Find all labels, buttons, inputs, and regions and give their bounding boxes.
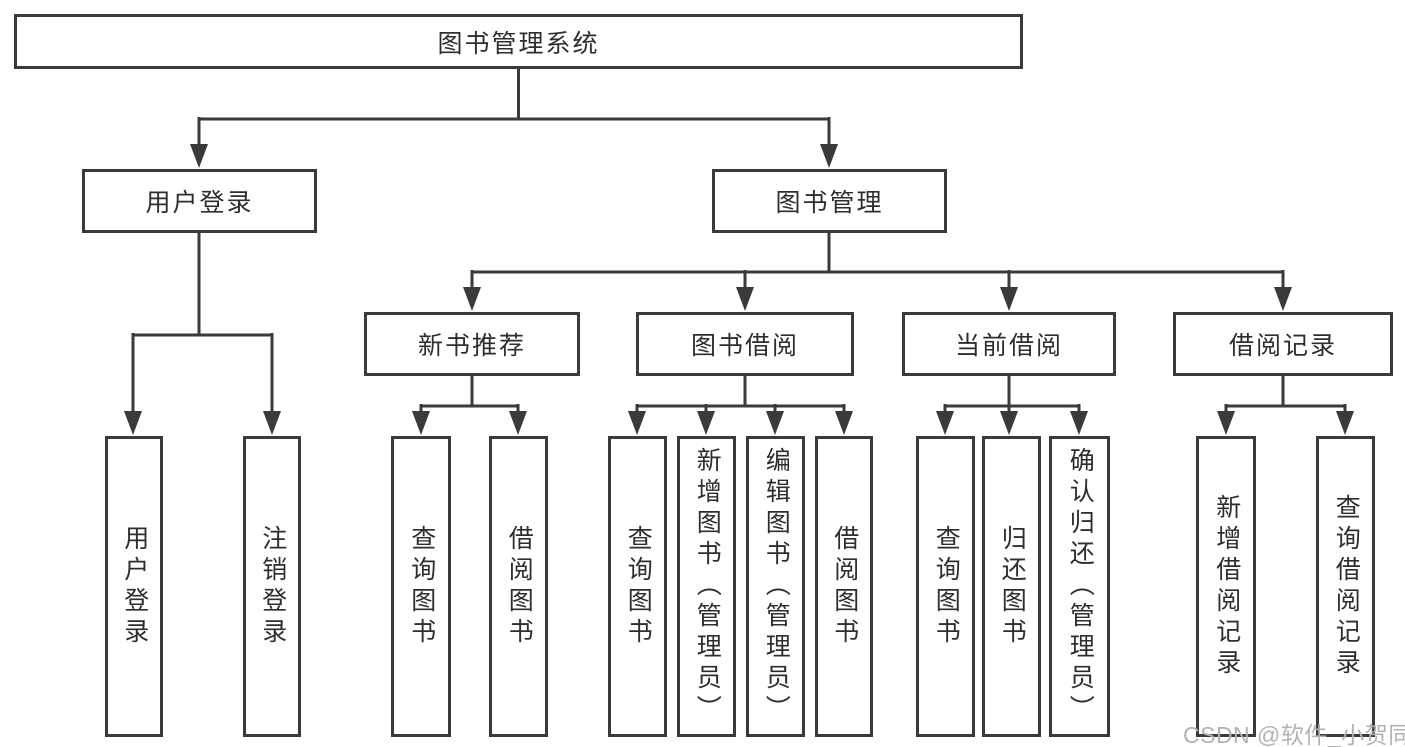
node-book-borrow: 图书借阅: [636, 312, 854, 376]
leaf-user-login: 用户登录: [105, 436, 163, 737]
node-borrow-records: 借阅记录: [1173, 312, 1393, 376]
node-label: 用户登录: [145, 189, 254, 217]
node-label: 图书借阅: [690, 332, 799, 360]
leaf-borrow-borrow-books: 借阅图书: [815, 436, 873, 737]
connector-bookborrow-to-leaves: [628, 376, 853, 435]
leaf-label: 确认归还（管理员）: [1066, 447, 1095, 726]
connector-newbooks-to-leaves: [412, 376, 527, 435]
node-new-book-recommend: 新书推荐: [364, 312, 580, 376]
node-label: 图书管理系统: [437, 29, 600, 58]
leaf-records-add-record: 新增借阅记录: [1196, 436, 1256, 737]
leaf-newbooks-query-books: 查询图书: [391, 436, 451, 737]
leaf-logout: 注销登录: [243, 436, 301, 737]
leaf-label: 查询图书: [624, 524, 653, 649]
node-user-login: 用户登录: [82, 169, 317, 233]
leaf-label: 编辑图书（管理员）: [762, 447, 791, 726]
node-label: 图书管理: [775, 189, 884, 217]
connector-root-to-level1: [190, 69, 838, 168]
connector-records-to-leaves: [1217, 376, 1354, 435]
leaf-label: 查询图书: [407, 524, 436, 649]
leaf-label: 用户登录: [120, 524, 149, 649]
node-library-management-system: 图书管理系统: [14, 14, 1023, 69]
connector-userlogin-to-leaves: [124, 233, 281, 435]
node-book-management: 图书管理: [712, 169, 947, 233]
leaf-label: 新增图书（管理员）: [693, 447, 722, 726]
leaf-borrow-add-books-admin: 新增图书（管理员）: [677, 436, 736, 737]
leaf-label: 查询借阅记录: [1332, 493, 1361, 680]
csdn-watermark: CSDN @软件_小贺同学: [1183, 722, 1405, 747]
leaf-current-return-books: 归还图书: [982, 436, 1041, 737]
leaf-current-query-books: 查询图书: [916, 436, 975, 737]
node-label: 借阅记录: [1228, 332, 1337, 360]
leaf-newbooks-borrow-books: 借阅图书: [489, 436, 548, 737]
leaf-borrow-query-books: 查询图书: [608, 436, 667, 737]
leaf-label: 注销登录: [258, 524, 287, 649]
connector-currentborrow-to-leaves: [936, 376, 1088, 435]
leaf-records-query-record: 查询借阅记录: [1316, 436, 1375, 737]
leaf-label: 查询图书: [932, 524, 961, 649]
leaf-borrow-edit-books-admin: 编辑图书（管理员）: [746, 436, 805, 737]
leaf-label: 借阅图书: [505, 524, 534, 649]
leaf-label: 新增借阅记录: [1212, 493, 1241, 680]
leaf-label: 归还图书: [998, 524, 1027, 649]
node-label: 新书推荐: [417, 332, 526, 360]
leaf-label: 借阅图书: [830, 524, 859, 649]
connector-bookmgmt-to-level2: [463, 233, 1292, 311]
node-label: 当前借阅: [954, 332, 1063, 360]
leaf-current-confirm-return-admin: 确认归还（管理员）: [1049, 436, 1110, 737]
node-current-borrow: 当前借阅: [902, 312, 1116, 376]
